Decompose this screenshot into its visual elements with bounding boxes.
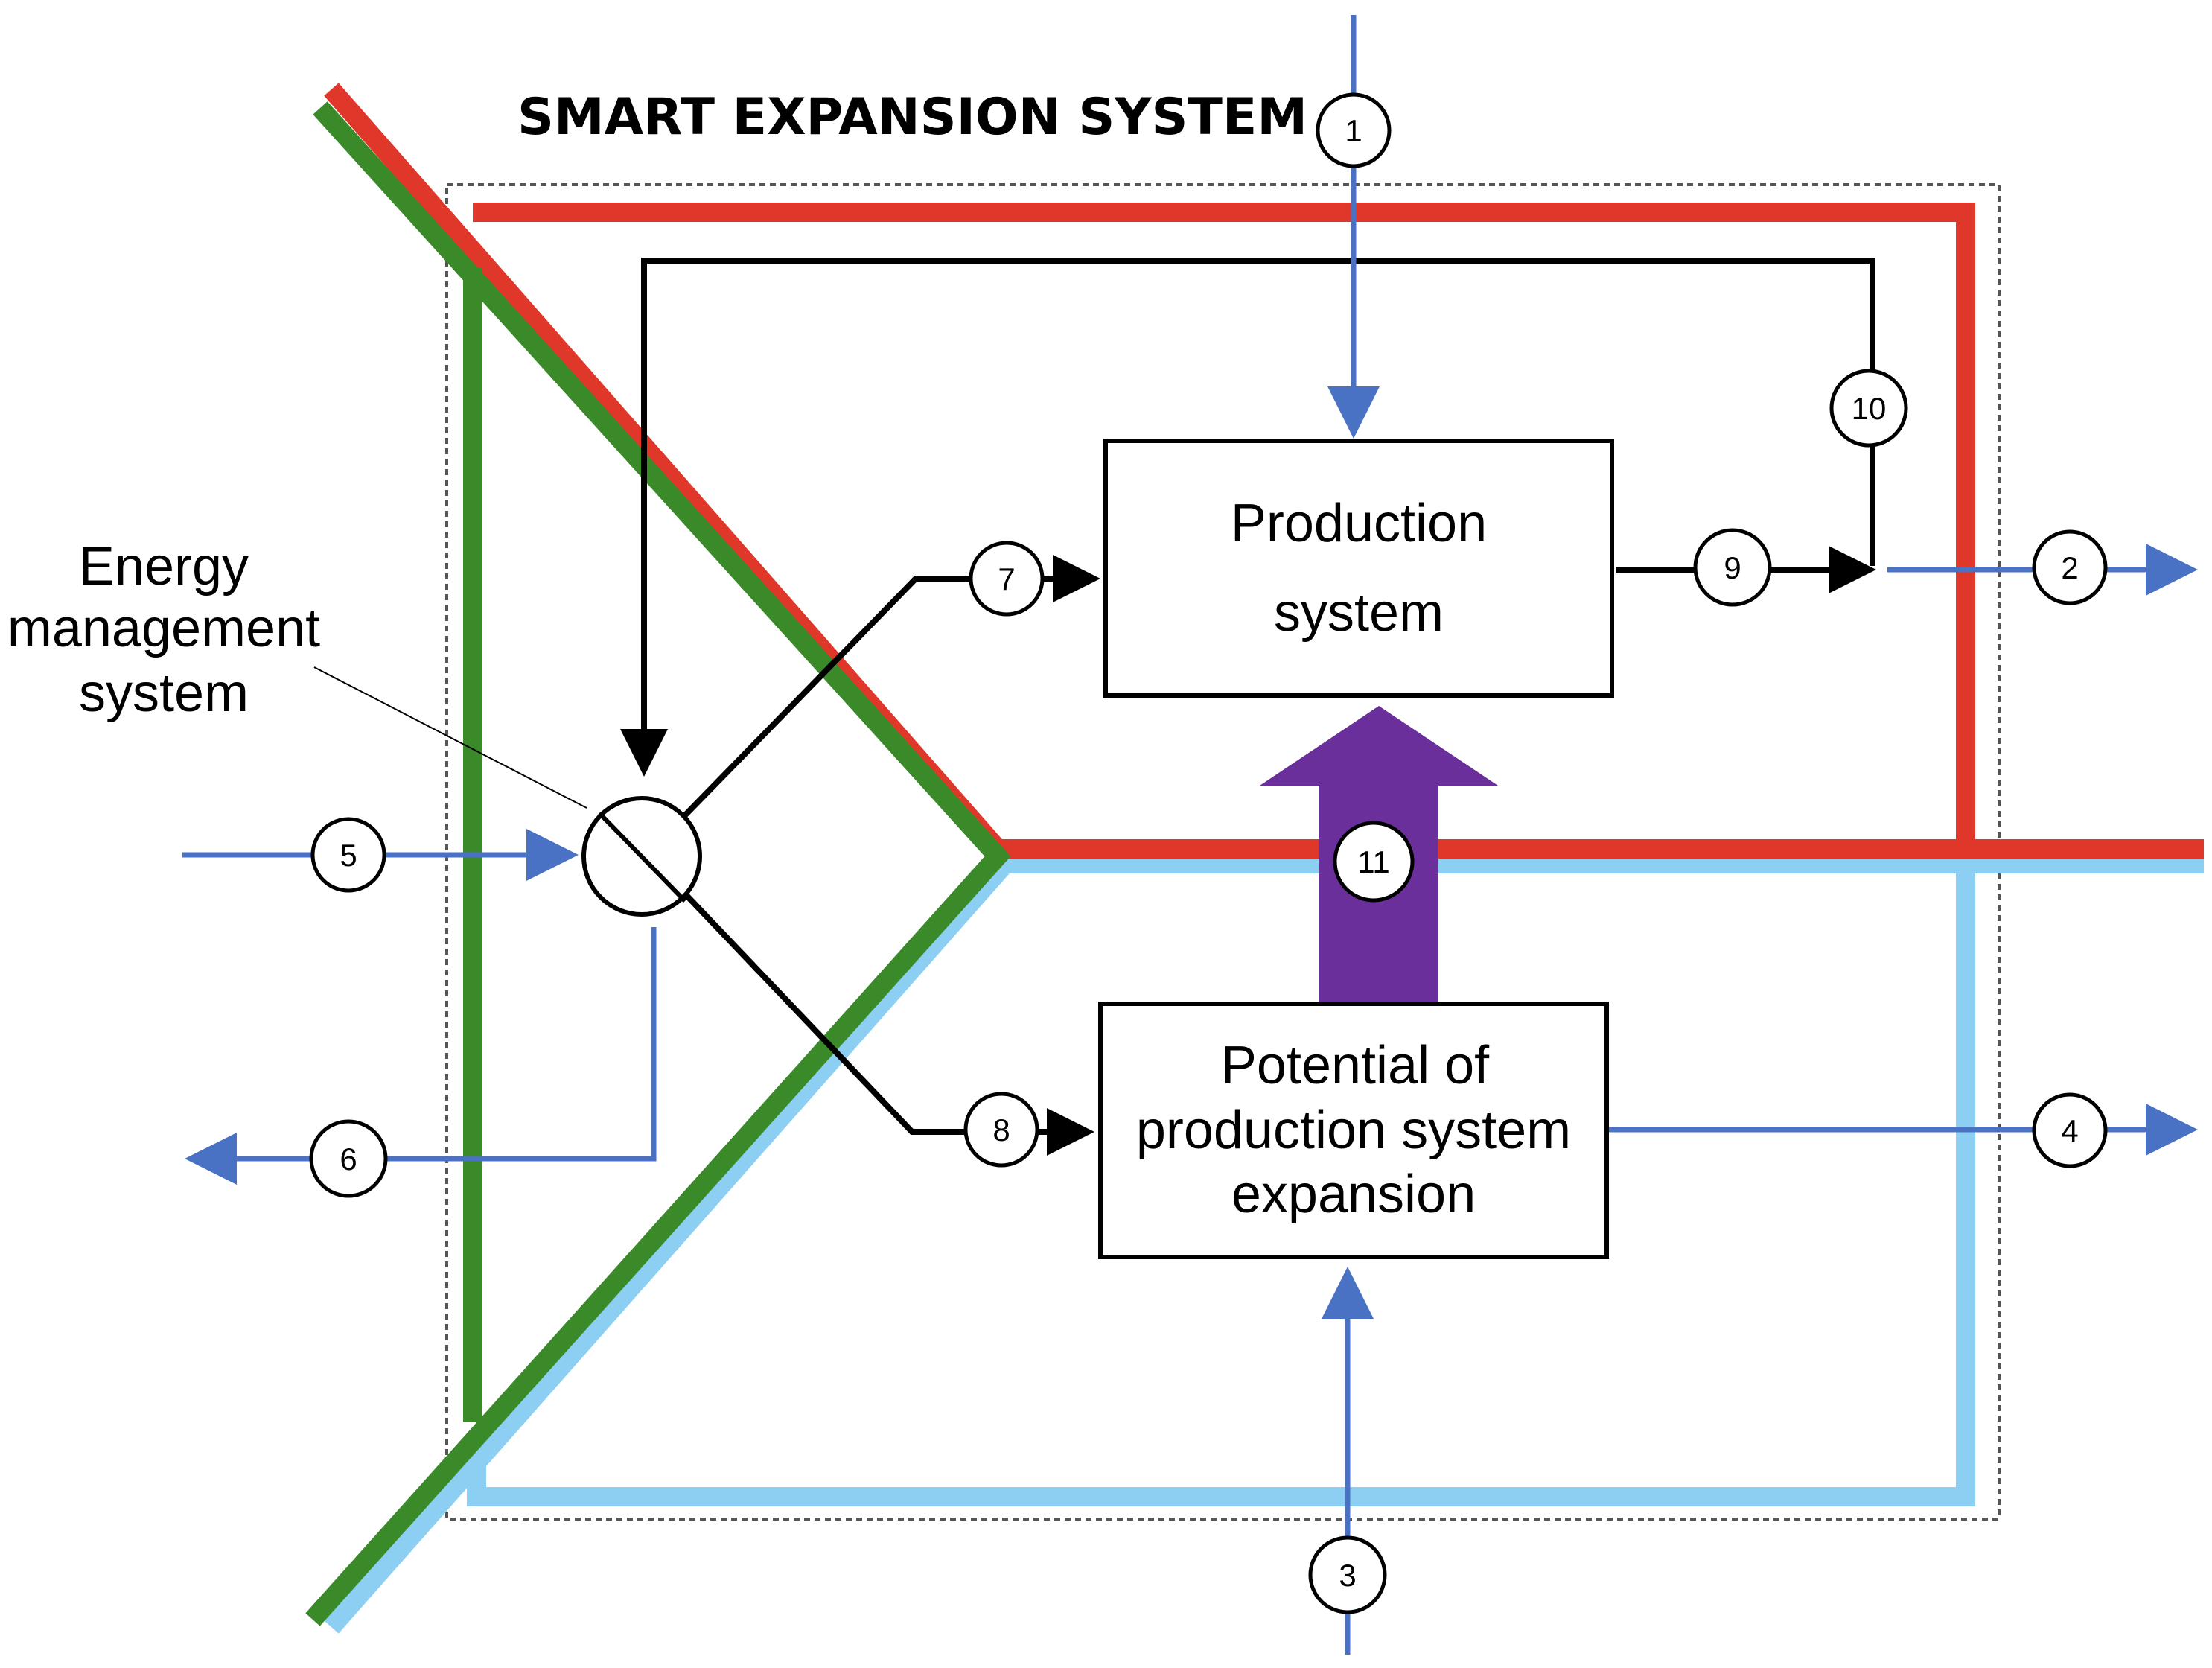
expansion-line-3: expansion	[1231, 1165, 1476, 1224]
diagram-title: SMART EXPANSION SYSTEM	[517, 88, 1307, 147]
node-11-label: 11	[1357, 844, 1390, 879]
node-1-label: 1	[1345, 113, 1362, 148]
node-5: 5	[310, 817, 386, 893]
node-10: 10	[1829, 369, 1908, 448]
ems-label-line-3: system	[79, 663, 249, 723]
expansion-line-2: production system	[1136, 1101, 1571, 1160]
node-9: 9	[1693, 528, 1772, 607]
node-2: 2	[2032, 529, 2108, 605]
ems-label-line-2: management	[7, 599, 320, 658]
node-10-label: 10	[1852, 391, 1887, 426]
node-11: 11	[1333, 821, 1415, 903]
node-8: 8	[963, 1092, 1039, 1168]
node-8-label: 8	[992, 1112, 1010, 1147]
node-9-label: 9	[1724, 550, 1741, 585]
node-5-label: 5	[340, 838, 357, 873]
production-system-box: Production system	[1103, 439, 1614, 698]
node-7-label: 7	[998, 561, 1015, 596]
ems-label: Energy management system	[7, 537, 320, 723]
node-7: 7	[969, 541, 1045, 617]
expansion-line-1: Potential of	[1221, 1036, 1490, 1095]
production-line-2: system	[1274, 583, 1444, 643]
energy-management-symbol	[581, 796, 702, 917]
light-blue-boundary	[324, 854, 2204, 1634]
node-1: 1	[1316, 92, 1392, 168]
node-2-label: 2	[2061, 550, 2078, 585]
node-6-label: 6	[340, 1142, 357, 1177]
node-3: 3	[1308, 1535, 1387, 1614]
ems-label-line-1: Energy	[79, 537, 249, 596]
system-boundary	[445, 183, 2001, 1521]
green-boundary	[305, 101, 1011, 1626]
node-6: 6	[309, 1119, 388, 1198]
node-4-label: 4	[2061, 1113, 2078, 1148]
node-4: 4	[2032, 1092, 2108, 1168]
production-line-1: Production	[1231, 494, 1487, 553]
expansion-box: Potential of production system expansion	[1098, 1002, 1609, 1259]
flow-6-arrow	[185, 927, 657, 1185]
node-3-label: 3	[1339, 1558, 1356, 1593]
flow-7-arrow	[679, 555, 1100, 821]
ems-leader-line	[313, 666, 587, 809]
